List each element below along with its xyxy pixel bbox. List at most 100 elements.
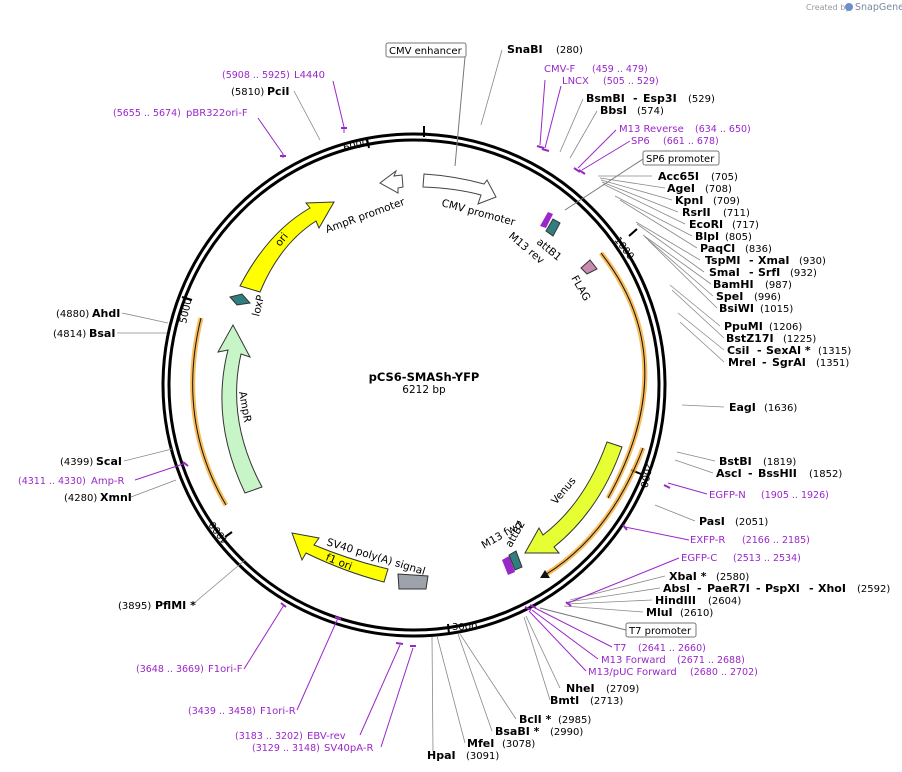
sv40-polya-marker (397, 573, 429, 590)
leader-snabi (480, 49, 503, 126)
enzyme-ppumi: PpuMI(1206) (724, 320, 802, 333)
leader-exfp-r (624, 526, 690, 541)
leader-asci (674, 459, 714, 474)
cmv-enhancer-box (385, 42, 467, 58)
primer-l4440: (5908 .. 5925)L4440 (222, 70, 325, 81)
backbone-outer (161, 132, 667, 638)
tick-mark-6000 (366, 138, 370, 149)
leader-egfp-n (667, 482, 708, 495)
ampr-orf-line (192, 317, 227, 506)
primer-labels: (5908 .. 5925)L4440 (5655 .. 5674)pBR322… (18, 64, 829, 754)
mark-ebv-rev (395, 642, 404, 645)
primer-egfp-n: EGFP-N(1905 .. 1926) (709, 490, 829, 501)
f1-ori-arrow (291, 532, 389, 583)
enzyme-scai: (4399)ScaI (60, 455, 122, 468)
leader-hindiii (565, 599, 653, 605)
enzyme-mlui: MluI(2610) (646, 606, 713, 619)
mark-amp-r (182, 461, 189, 467)
leader-f1ori-r (296, 617, 339, 711)
leader-mfei (436, 635, 466, 744)
enzyme-ahdi: (4880)AhdI (56, 307, 120, 320)
primer-amp-r: (4311 .. 4330)Amp-R (18, 476, 125, 487)
leader-kpni (600, 179, 673, 201)
tick-label-3000: 3000 (452, 622, 477, 633)
enzyme-acc65i: Acc65I(705) (658, 170, 738, 183)
primer-t7: T7(2641 .. 2660) (613, 643, 706, 654)
tick-mark-4000 (224, 531, 233, 538)
ampr-label: AmpR (236, 390, 253, 423)
leader-bsabi (457, 633, 493, 732)
right-enzyme-labels: SnaBI(280) BsmBI-Esp3I(529) BbsI(574) Ac… (427, 43, 890, 762)
enzyme-ecori: EcoRI(717) (689, 218, 759, 231)
enzyme-hpai: HpaI(3091) (427, 749, 499, 762)
enzyme-pasi: PasI(2051) (699, 515, 768, 528)
leader-bbsi (569, 110, 598, 159)
enzyme-blpi: BlpI(805) (695, 230, 752, 243)
leader-ahdi (121, 312, 169, 324)
leader-bstz17i (671, 289, 725, 339)
enzyme-bsai: (4814)BsaI (53, 327, 115, 340)
primer-m13-puc-forward: M13/pUC Forward(2680 .. 2702) (588, 667, 758, 678)
leader-m13-reverse (577, 129, 617, 169)
leader-pflmi (192, 559, 246, 605)
leader-cmv-f (539, 79, 546, 146)
credit-brand: SnapGene (855, 2, 902, 13)
mark-sp6 (578, 169, 586, 175)
fusion-orf-line (600, 252, 646, 499)
leader-nhei (525, 615, 561, 689)
leader-agei (599, 177, 666, 189)
mark-cmv-f (536, 145, 545, 149)
leader-bsmbi (559, 98, 584, 153)
enzyme-agei: AgeI(708) (667, 182, 732, 195)
backbone (161, 132, 667, 638)
cmv-promoter-arrow (422, 173, 497, 205)
primer-pbr322ori-f: (5655 .. 5674)pBR322ori-F (113, 108, 248, 119)
primer-f1ori-f: (3648 .. 3669)F1ori-F (136, 664, 243, 675)
enzyme-bstz17i: BstZ17I(1225) (726, 332, 816, 345)
enzyme-mfei: MfeI(3078) (467, 737, 535, 750)
primer-ebv-rev: (3183 .. 3202)EBV-rev (235, 731, 346, 742)
cmv-enhancer-leader (454, 56, 466, 167)
leader-m13-puc-forward (528, 610, 587, 672)
enzyme-absi: AbsI-PaeR7I-PspXI-XhoI(2592) (663, 582, 890, 595)
enzyme-xbai: XbaI *(2580) (669, 570, 749, 583)
leader-csii (677, 312, 725, 351)
ori-arrow (239, 201, 335, 293)
leader-mrei (679, 321, 725, 363)
tick-label-2000: 2000 (637, 461, 653, 488)
leader-tspmi (635, 221, 701, 261)
primer-egfp-c: EGFP-C(2513 .. 2534) (681, 553, 801, 564)
leader-paqci (619, 199, 698, 249)
leader-m13-forward (531, 609, 599, 660)
primer-m13-forward: M13 Forward(2671 .. 2688) (601, 655, 745, 666)
leader-bstbi (676, 451, 716, 462)
plasmid-name: pCS6-SMASh-YFP (369, 370, 480, 384)
leader-mlui (563, 605, 644, 613)
enzyme-asci: AscI-BssHII(1852) (716, 467, 842, 480)
enzyme-bsiwi: BsiWI(1015) (719, 302, 793, 315)
enzyme-hindiii: HindIII(2604) (655, 594, 741, 607)
sp6-promoter-label: SP6 promoter (646, 154, 715, 165)
leader-bamhi (642, 234, 712, 285)
leader-egfp-c (567, 557, 680, 604)
mark-egfp-c (565, 601, 572, 607)
leader-pbr322ori-f (257, 117, 284, 158)
primer-lncx: LNCX(505 .. 529) (562, 76, 659, 87)
leader-spei (644, 236, 714, 297)
attb1-marker (545, 218, 561, 237)
leader-smai (636, 223, 705, 273)
leader-absi (567, 587, 661, 603)
enzyme-bbsi: BbsI(574) (600, 104, 664, 117)
enzyme-tspmi: TspMI-XmaI(930) (705, 254, 826, 267)
enzyme-snabi: SnaBI(280) (507, 43, 583, 56)
mark-f1ori-f (280, 602, 287, 608)
primer-sp6: SP6(661 .. 678) (631, 136, 719, 147)
leader-bcli (459, 633, 517, 720)
tick-label-6000: 6000 (342, 138, 369, 154)
tick-mark-1000 (628, 228, 638, 237)
venus-orf-track (543, 447, 646, 578)
left-enzyme-labels: (5810)PciI (4880)AhdI (4814)BsaI (4399)S… (53, 85, 289, 612)
boxed-labels: CMV enhancer SP6 promoter T7 promoter (385, 42, 720, 638)
leader-ecori (602, 183, 686, 225)
leader-blpi (614, 195, 693, 237)
